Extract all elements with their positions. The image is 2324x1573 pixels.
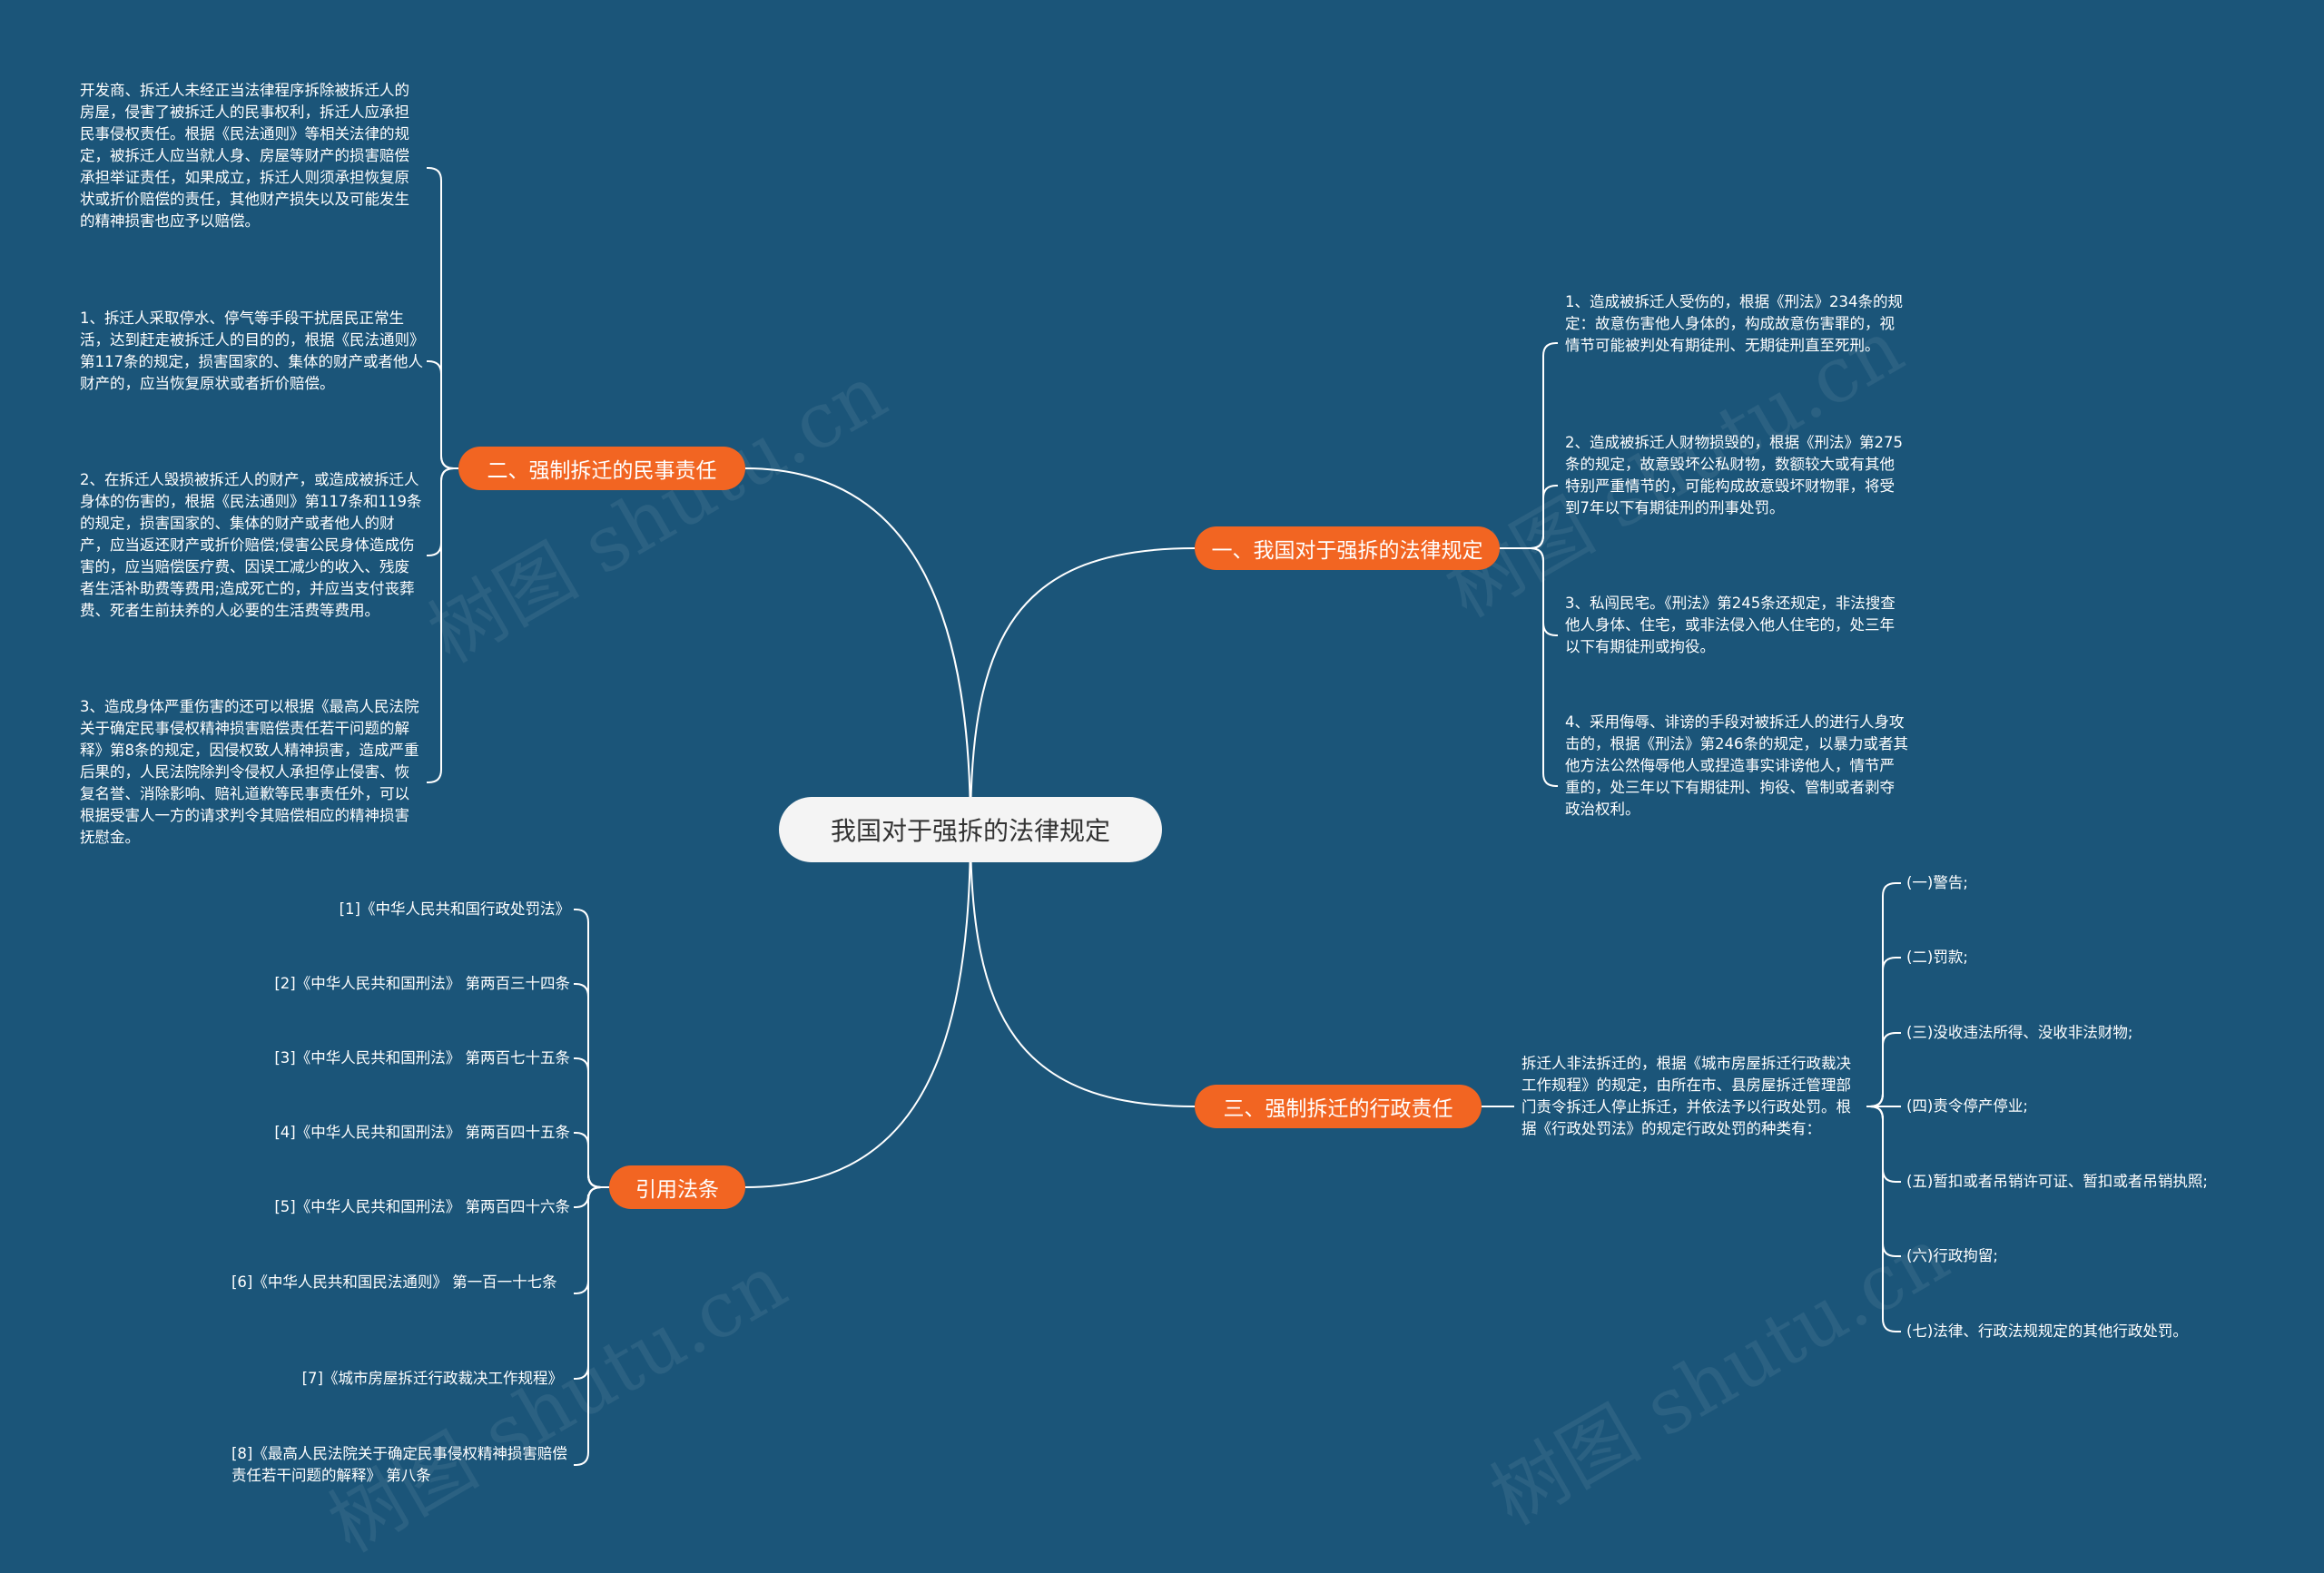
connector-ref-item: [574, 983, 609, 1188]
ref-item: [4]《中华人民共和国刑法》 第两百四十五条: [274, 1124, 570, 1141]
ref-item: [2]《中华人民共和国刑法》 第两百三十四条: [274, 975, 570, 992]
connector-admin-item: [1866, 957, 1901, 1107]
root-topic[interactable]: 我国对于强拆的法律规定: [779, 797, 1162, 862]
legal-item: 1、造成被拆迁人受伤的，根据《刑法》234条的规定：故意伤害他人身体的，构成故意…: [1565, 293, 1903, 354]
connector-admin-item: [1866, 1106, 1901, 1183]
branch-civil[interactable]: 二、强制拆迁的民事责任: [458, 447, 745, 490]
connector-legal-item: [1500, 485, 1558, 549]
legal-item: 2、造成被拆迁人财物损毁的，根据《刑法》第275条的规定，故意毁坏公私财物，数额…: [1565, 434, 1903, 516]
connector-civil-item: [427, 467, 458, 556]
ref-item: [8]《最高人民法院关于确定民事侵权精神损害赔偿责任若干问题的解释》 第八条: [231, 1445, 567, 1484]
watermark: 树图 shutu.cn: [414, 348, 901, 680]
connector-admin-item: [1866, 1106, 1901, 1332]
ref-item: [7]《城市房屋拆迁行政裁决工作规程》: [301, 1370, 563, 1387]
connector-root-legal: [970, 547, 1196, 831]
civil-item: 1、拆迁人采取停水、停气等手段干扰居民正常生活，达到赶走被拆迁人的目的的，根据《…: [80, 310, 423, 392]
connector-admin-item: [1866, 882, 1901, 1107]
branch-refs[interactable]: 引用法条: [609, 1165, 745, 1209]
connector-civil-item: [427, 467, 458, 783]
admin-intro: 拆迁人非法拆迁的，根据《城市房屋拆迁行政裁决工作规程》的规定，由所在市、县房屋拆…: [1521, 1055, 1851, 1137]
admin-item: (四)责令停产停业;: [1906, 1097, 2028, 1115]
civil-item: 3、造成身体严重伤害的还可以根据《最高人民法院关于确定民事侵权精神损害赔偿责任若…: [80, 698, 419, 846]
connector-ref-item: [574, 1186, 609, 1380]
connector-legal-item: [1500, 547, 1558, 636]
legal-item: 3、私闯民宅。《刑法》第245条还规定，非法搜查他人身体、住宅，或非法侵入他人住…: [1565, 595, 1896, 655]
connector-admin-item: [1866, 1106, 1901, 1257]
watermark: 树图 shutu.cn: [1476, 1210, 1963, 1542]
admin-item: (六)行政拘留;: [1906, 1247, 1998, 1264]
admin-item: (五)暂扣或者吊销许可证、暂扣或者吊销执照;: [1906, 1173, 2208, 1190]
connector-ref-item: [574, 1057, 609, 1188]
civil-item: 开发商、拆迁人未经正当法律程序拆除被拆迁人的房屋，侵害了被拆迁人的民事权利，拆迁…: [80, 82, 409, 230]
connector-root-civil: [744, 467, 971, 831]
branch-legal[interactable]: 一、我国对于强拆的法律规定: [1195, 526, 1500, 570]
connector-ref-item: [574, 909, 609, 1188]
legal-item: 4、采用侮辱、诽谤的手段对被拆迁人的进行人身攻击的，根据《刑法》第246条的规定…: [1565, 713, 1908, 818]
admin-item: (二)罚款;: [1906, 949, 1968, 966]
connector-civil-item: [427, 167, 458, 469]
admin-item: (七)法律、行政法规规定的其他行政处罚。: [1906, 1322, 2188, 1340]
connector-root-refs: [744, 829, 971, 1188]
ref-item: [3]《中华人民共和国刑法》 第两百七十五条: [274, 1049, 570, 1067]
connector-root-admin: [970, 829, 1196, 1107]
connector-ref-item: [574, 1186, 609, 1466]
ref-item: [6]《中华人民共和国民法通则》 第一百一十七条: [231, 1273, 557, 1291]
connector-admin-item: [1866, 1032, 1901, 1107]
branch-admin[interactable]: 三、强制拆迁的行政责任: [1195, 1085, 1482, 1128]
connector-ref-item: [574, 1186, 609, 1208]
ref-item: [5]《中华人民共和国刑法》 第两百四十六条: [274, 1198, 570, 1215]
civil-item: 2、在拆迁人毁损被拆迁人的财产，或造成被拆迁人身体的伤害的，根据《民法通则》第1…: [80, 471, 422, 619]
admin-item: (一)警告;: [1906, 874, 1968, 891]
connector-civil-item: [427, 360, 458, 469]
admin-item: (三)没收违法所得、没收非法财物;: [1906, 1024, 2133, 1041]
connector-ref-item: [574, 1132, 609, 1188]
connector-legal-item: [1500, 547, 1558, 787]
ref-item: [1]《中华人民共和国行政处罚法》: [339, 900, 570, 918]
connector-ref-item: [574, 1186, 609, 1294]
connector-legal-item: [1500, 342, 1558, 549]
